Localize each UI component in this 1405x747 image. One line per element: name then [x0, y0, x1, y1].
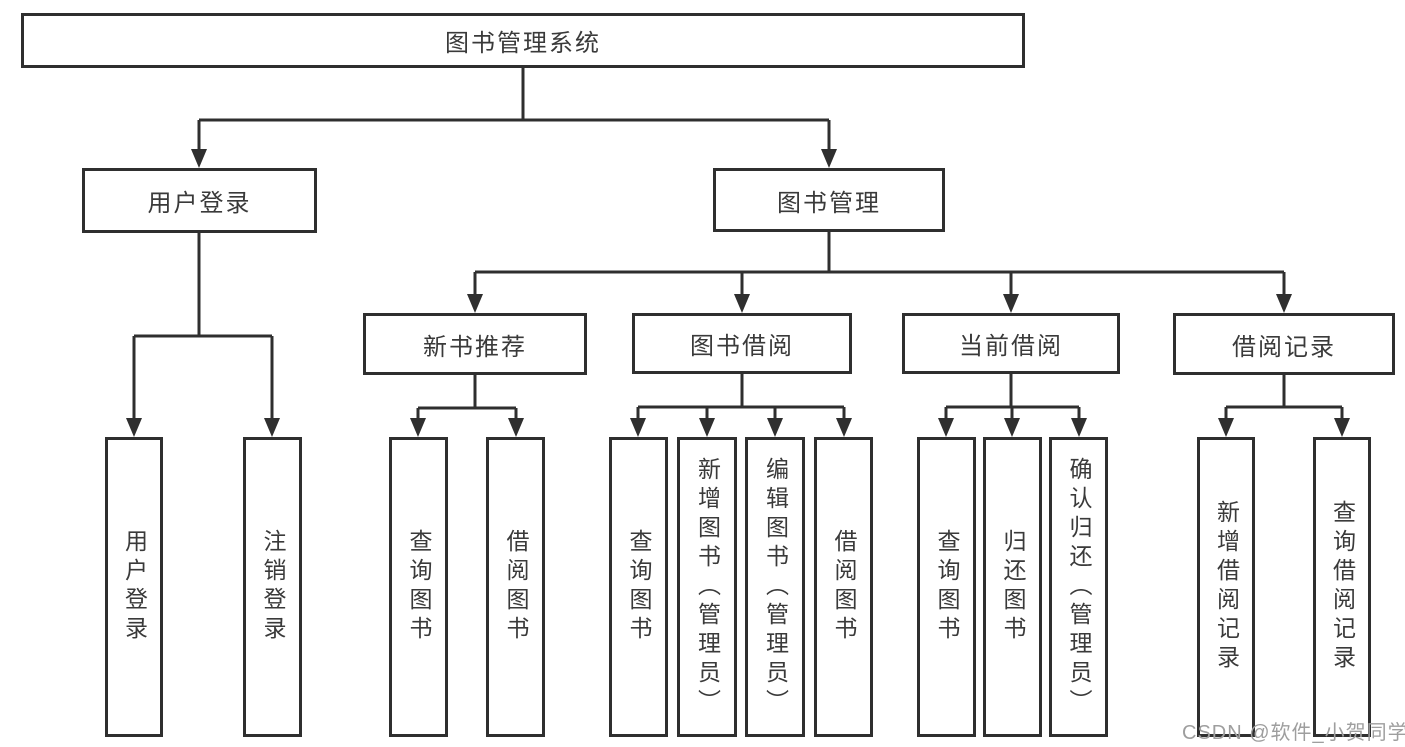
- leaf-borrow-query-label: 查询图书: [626, 529, 652, 645]
- node-book-management-label: 图书管理: [777, 189, 881, 217]
- leaf-add-borrow-record-label: 新增借阅记录: [1213, 500, 1240, 674]
- leaf-logout: 注销登录: [243, 437, 302, 737]
- leaf-newbooks-borrow-label: 借阅图书: [503, 529, 529, 645]
- csdn-watermark: CSDN @软件_小贺同学: [1182, 722, 1405, 744]
- leaf-add-borrow-record: 新增借阅记录: [1197, 437, 1255, 737]
- node-user-login-label: 用户登录: [147, 190, 252, 217]
- leaf-user-login-label: 用户登录: [121, 529, 148, 645]
- node-book-borrow: 图书借阅: [632, 313, 852, 374]
- leaf-newbooks-borrow: 借阅图书: [486, 437, 545, 737]
- node-borrow-records: 借阅记录: [1173, 313, 1395, 375]
- leaf-current-query-label: 查询图书: [934, 529, 960, 645]
- leaf-add-book-admin: 新增图书（管理员）: [677, 437, 737, 737]
- node-user-login: 用户登录: [82, 168, 317, 233]
- leaf-query-borrow-record: 查询借阅记录: [1313, 437, 1371, 737]
- leaf-user-login: 用户登录: [105, 437, 163, 737]
- leaf-edit-book-admin: 编辑图书（管理员）: [745, 437, 805, 737]
- leaf-borrow-book: 借阅图书: [814, 437, 873, 737]
- node-new-book-recommend: 新书推荐: [363, 313, 587, 375]
- node-current-borrow-label: 当前借阅: [959, 333, 1063, 360]
- node-book-borrow-label: 图书借阅: [690, 333, 794, 360]
- leaf-return-book: 归还图书: [983, 437, 1042, 737]
- leaf-borrow-book-label: 借阅图书: [831, 529, 857, 645]
- leaf-return-book-label: 归还图书: [1000, 529, 1026, 645]
- node-book-management: 图书管理: [713, 168, 945, 232]
- arrowheads: [126, 149, 1350, 437]
- leaf-confirm-return-admin: 确认归还（管理员）: [1049, 437, 1108, 737]
- leaf-newbooks-query-label: 查询图书: [406, 529, 432, 645]
- node-borrow-records-label: 借阅记录: [1232, 333, 1336, 361]
- node-root: 图书管理系统: [21, 13, 1025, 68]
- node-current-borrow: 当前借阅: [902, 313, 1120, 374]
- leaf-add-book-admin-label: 新增图书（管理员）: [694, 456, 721, 718]
- leaf-query-borrow-record-label: 查询借阅记录: [1329, 500, 1356, 674]
- leaf-confirm-return-admin-label: 确认归还（管理员）: [1066, 456, 1092, 718]
- leaf-edit-book-admin-label: 编辑图书（管理员）: [762, 456, 789, 718]
- leaf-current-query: 查询图书: [917, 437, 976, 737]
- node-root-label: 图书管理系统: [445, 30, 601, 57]
- leaf-borrow-query: 查询图书: [609, 437, 668, 737]
- node-new-book-recommend-label: 新书推荐: [423, 333, 527, 361]
- leaf-newbooks-query: 查询图书: [389, 437, 448, 737]
- leaf-logout-label: 注销登录: [260, 529, 286, 645]
